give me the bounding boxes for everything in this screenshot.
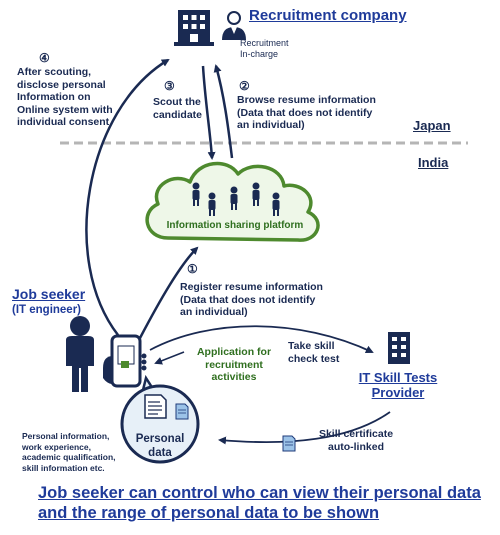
arrow-step2 (213, 64, 234, 159)
provider-building-icon (388, 332, 410, 364)
recruiter-label: Recruitment In-charge (240, 38, 289, 59)
arrow-certificate (218, 411, 391, 445)
job-seeker-title: Job seeker (12, 286, 86, 302)
step2-number: ② (239, 79, 250, 93)
building-icon (174, 10, 214, 46)
japan-label: Japan (413, 118, 451, 133)
recruitment-company-title: Recruitment company (249, 7, 407, 24)
job-seeker-icon (66, 316, 94, 392)
arrow-step4 (85, 58, 170, 336)
platform-label: Information sharing platform (166, 220, 304, 231)
recruiter-icon (222, 11, 246, 40)
step4-text: After scouting, disclose personal Inform… (17, 66, 113, 128)
arrow-skill-test (149, 325, 374, 354)
personal-data-details: Personal information, work experience, a… (22, 431, 116, 473)
platform-people-icons (192, 182, 280, 216)
certificate-icon (282, 435, 296, 452)
step4-number: ④ (39, 51, 50, 65)
small-document-icon (175, 403, 189, 420)
skill-test-label: Take skill check test (288, 340, 340, 365)
certificate-label: Skill certificate auto-linked (318, 428, 394, 453)
application-label: Application for recruitment activities (196, 346, 272, 383)
step1-text: Register resume information (Data that d… (180, 281, 323, 318)
step3-text: Scout the candidate (153, 96, 203, 121)
provider-title: IT Skill Tests Provider (358, 370, 438, 400)
india-label: India (418, 155, 449, 170)
job-seeker-subtitle: (IT engineer) (12, 304, 82, 316)
arrow-step3 (201, 65, 216, 160)
arrow-step1 (138, 246, 199, 339)
step2-text: Browse resume information (Data that doe… (237, 94, 376, 131)
step1-number: ① (187, 262, 198, 276)
summary-caption: Job seeker can control who can view thei… (38, 484, 481, 522)
personal-data-label: Personal data (135, 433, 185, 459)
arrow-application (154, 351, 185, 365)
step3-number: ③ (164, 79, 175, 93)
smartphone-icon (103, 334, 147, 388)
document-icon (144, 394, 167, 419)
